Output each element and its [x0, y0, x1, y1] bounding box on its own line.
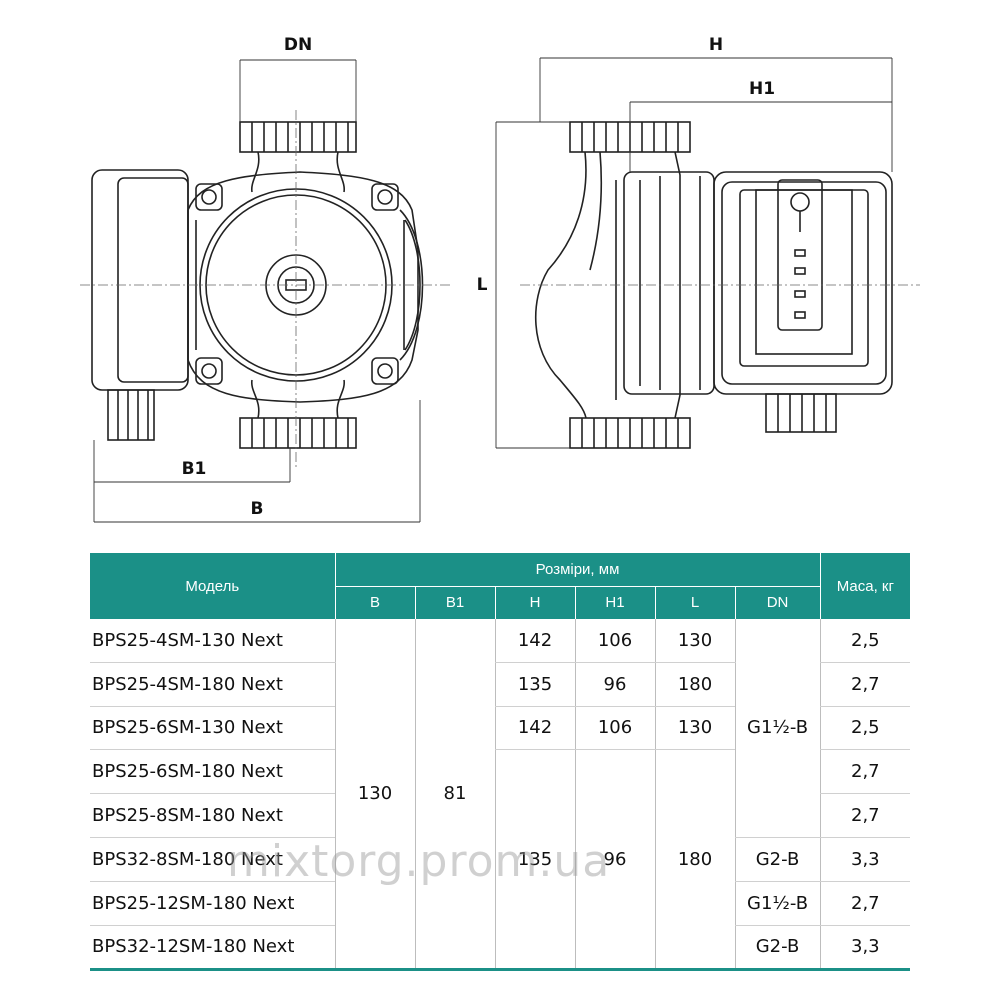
mass-cell: 2,5: [819, 706, 911, 751]
dn-cell: G2-B: [734, 837, 821, 882]
model-cell: BPS25-12SM-180 Next: [90, 881, 335, 926]
table-row: BPS32-12SM-180 Next G2-B 3,3: [90, 925, 911, 972]
table-row: BPS32-8SM-180 Next G2-B 3,3: [90, 837, 911, 882]
dim-label-b1: B1: [182, 459, 207, 479]
column-header-h1: H1: [574, 586, 655, 619]
pump-technical-drawing: DN H H1 L B1 B: [80, 35, 920, 523]
model-cell: BPS25-8SM-180 Next: [90, 793, 335, 838]
l-cell: 130: [654, 619, 735, 663]
h-cell: 135: [494, 662, 575, 707]
mass-cell: 3,3: [819, 925, 911, 972]
l-cell: 180: [654, 749, 735, 972]
header-mass: Маса, кг: [819, 553, 911, 619]
mass-cell: 2,7: [819, 749, 911, 795]
column-header-l: L: [654, 586, 735, 619]
l-cell: 180: [654, 662, 735, 707]
model-cell: BPS32-8SM-180 Next: [90, 837, 335, 882]
h1-cell: 96: [574, 662, 655, 707]
column-header-dn: DN: [734, 586, 821, 619]
column-header-b1: B1: [414, 586, 495, 619]
dim-label-b: B: [251, 499, 264, 519]
dn-cell: G2-B: [734, 925, 821, 972]
model-cell: BPS25-4SM-130 Next: [90, 619, 335, 663]
table-row: BPS25-4SM-130 Next 130 81 142 106 130 G1…: [90, 619, 911, 972]
h-cell: 142: [494, 706, 575, 751]
dim-label-h1: H1: [749, 79, 775, 99]
l-cell: 130: [654, 706, 735, 751]
model-cell: BPS25-6SM-130 Next: [90, 706, 335, 751]
model-cell: BPS25-4SM-180 Next: [90, 662, 335, 707]
dim-label-dn: DN: [284, 35, 312, 55]
h-cell: 135: [494, 749, 575, 972]
table-row: BPS25-8SM-180 Next 2,7: [90, 793, 911, 838]
mass-cell: 2,7: [819, 793, 911, 838]
dn-cell: G1½-B: [734, 881, 821, 926]
column-header-b: B: [334, 586, 415, 619]
mass-cell: 2,5: [819, 619, 911, 663]
table-row: BPS25-12SM-180 Next G1½-B 2,7: [90, 881, 911, 926]
table-row: BPS25-6SM-180 Next 135 96 180 2,7: [90, 749, 911, 972]
mass-cell: 2,7: [819, 881, 911, 926]
table-row: BPS25-4SM-180 Next 135 96 180 2,7: [90, 662, 911, 707]
h1-cell: 96: [574, 749, 655, 972]
pump-side-view: [534, 121, 893, 449]
h1-cell: 106: [574, 619, 655, 663]
b-cell: 130: [334, 619, 415, 972]
specifications-table: Модель Розміри, мм Маса, кг B B1 H H1 L …: [90, 553, 911, 972]
table-row: BPS25-6SM-130 Next 142 106 130 2,5: [90, 706, 911, 751]
model-cell: BPS25-6SM-180 Next: [90, 749, 335, 795]
dim-label-l: L: [477, 275, 488, 295]
h-cell: 142: [494, 619, 575, 663]
b1-cell: 81: [414, 619, 495, 972]
header-model: Модель: [90, 553, 335, 619]
dim-label-h: H: [709, 35, 723, 55]
column-header-h: H: [494, 586, 575, 619]
header-dimensions: Розміри, мм: [334, 553, 821, 587]
h1-cell: 106: [574, 706, 655, 751]
mass-cell: 2,7: [819, 662, 911, 707]
model-cell: BPS32-12SM-180 Next: [90, 925, 335, 972]
mass-cell: 3,3: [819, 837, 911, 882]
dn-cell: G1½-B: [734, 619, 821, 838]
